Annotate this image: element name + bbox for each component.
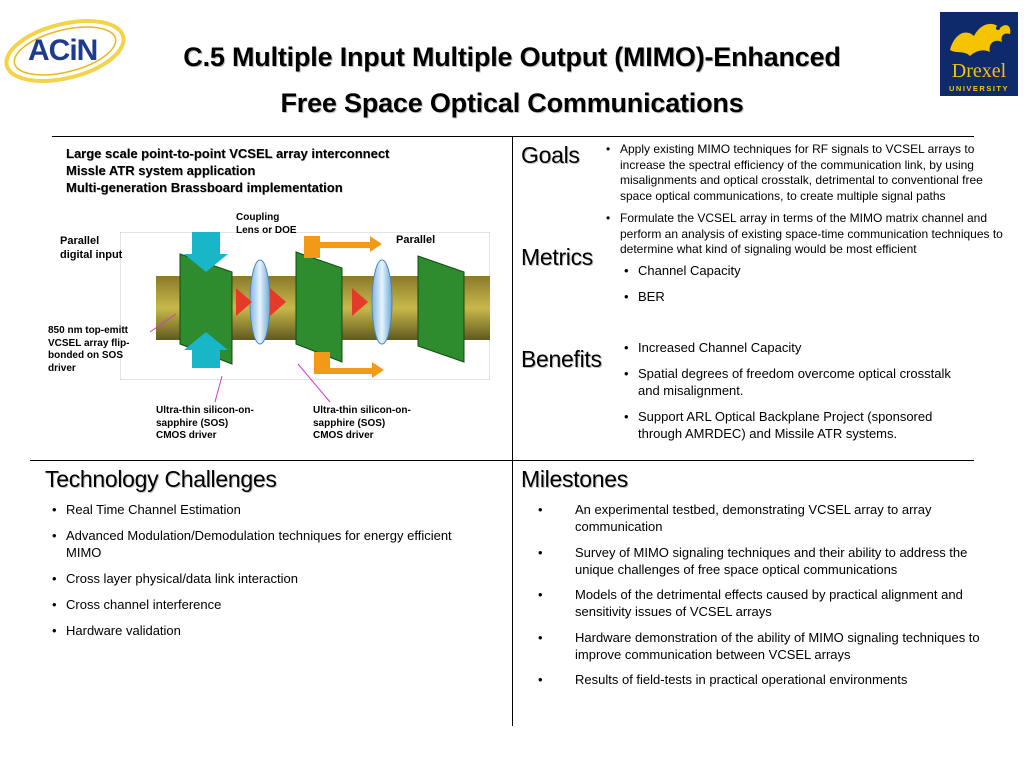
- benefits-list: Increased Channel Capacity Spatial degre…: [624, 339, 954, 451]
- goals-list: Apply existing MIMO techniques for RF si…: [606, 142, 1016, 265]
- acin-logo-text: ACiN: [28, 34, 98, 67]
- challenges-heading: Technology Challenges: [45, 466, 277, 492]
- label-parallel-input: Parallel digital input: [60, 235, 123, 261]
- label-parallel-output: Parallel: [396, 234, 436, 246]
- acin-logo-graphic: [4, 19, 126, 83]
- challenges-list: Real Time Channel Estimation Advanced Mo…: [52, 501, 462, 648]
- list-item: Increased Channel Capacity: [624, 339, 954, 356]
- list-item: Cross channel interference: [52, 596, 462, 613]
- vcsel-illustration: [119, 231, 491, 381]
- label-coupling: Coupling Lens or DOE: [236, 212, 297, 236]
- list-item: Spatial degrees of freedom overcome opti…: [624, 365, 954, 399]
- list-item: Formulate the VCSEL array in terms of th…: [606, 211, 1016, 258]
- drexel-logo-name: Drexel: [951, 60, 1007, 82]
- list-item: Results of field-tests in practical oper…: [535, 671, 985, 688]
- list-item: Hardware demonstration of the ability of…: [535, 629, 985, 663]
- goals-heading: Goals: [521, 142, 580, 168]
- milestones-list: An experimental testbed, demonstrating V…: [535, 501, 985, 697]
- list-item: Hardware validation: [52, 622, 462, 639]
- figure-heading-line: Missle ATR system application: [66, 163, 256, 178]
- list-item: Support ARL Optical Backplane Project (s…: [624, 408, 954, 442]
- label-sos-driver-1: Ultra-thin silicon-on- sapphire (SOS) CM…: [156, 405, 254, 441]
- metrics-heading: Metrics: [521, 244, 594, 270]
- label-leader-lines: [149, 313, 331, 403]
- figure-heading: Large scale point-to-point VCSEL array i…: [66, 145, 389, 196]
- drexel-logo: Drexel UNIVERSITY: [940, 12, 1018, 96]
- list-item: An experimental testbed, demonstrating V…: [535, 501, 985, 535]
- page-title-line1: C.5 Multiple Input Multiple Output (MIMO…: [183, 42, 841, 72]
- list-item: Survey of MIMO signaling techniques and …: [535, 544, 985, 578]
- label-sos-driver-2: Ultra-thin silicon-on- sapphire (SOS) CM…: [313, 405, 411, 441]
- metrics-list: Channel Capacity BER: [624, 262, 984, 314]
- benefits-heading: Benefits: [521, 346, 602, 372]
- acin-logo: ACiN: [2, 14, 128, 86]
- figure-heading-line: Large scale point-to-point VCSEL array i…: [66, 146, 390, 161]
- list-item: Real Time Channel Estimation: [52, 501, 462, 518]
- list-item: Advanced Modulation/Demodulation techniq…: [52, 527, 462, 561]
- center-divider: [512, 136, 513, 726]
- vcsel-array-diagram: [119, 231, 491, 381]
- milestones-heading: Milestones: [521, 466, 628, 492]
- page-title-line2: Free Space Optical Communications: [280, 88, 744, 118]
- dragon-icon: [950, 23, 1011, 56]
- list-item: Cross layer physical/data link interacti…: [52, 570, 462, 587]
- drexel-logo-sub: UNIVERSITY: [948, 84, 1009, 93]
- list-item: Apply existing MIMO techniques for RF si…: [606, 142, 1016, 204]
- figure-heading-line: Multi-generation Brassboard implementati…: [66, 180, 343, 195]
- list-item: Channel Capacity: [624, 262, 984, 279]
- label-vcsel: 850 nm top-emitt VCSEL array flip- bonde…: [48, 325, 130, 374]
- list-item: Models of the detrimental effects caused…: [535, 586, 985, 620]
- top-divider: [52, 136, 974, 137]
- middle-divider: [30, 460, 974, 461]
- list-item: BER: [624, 288, 984, 305]
